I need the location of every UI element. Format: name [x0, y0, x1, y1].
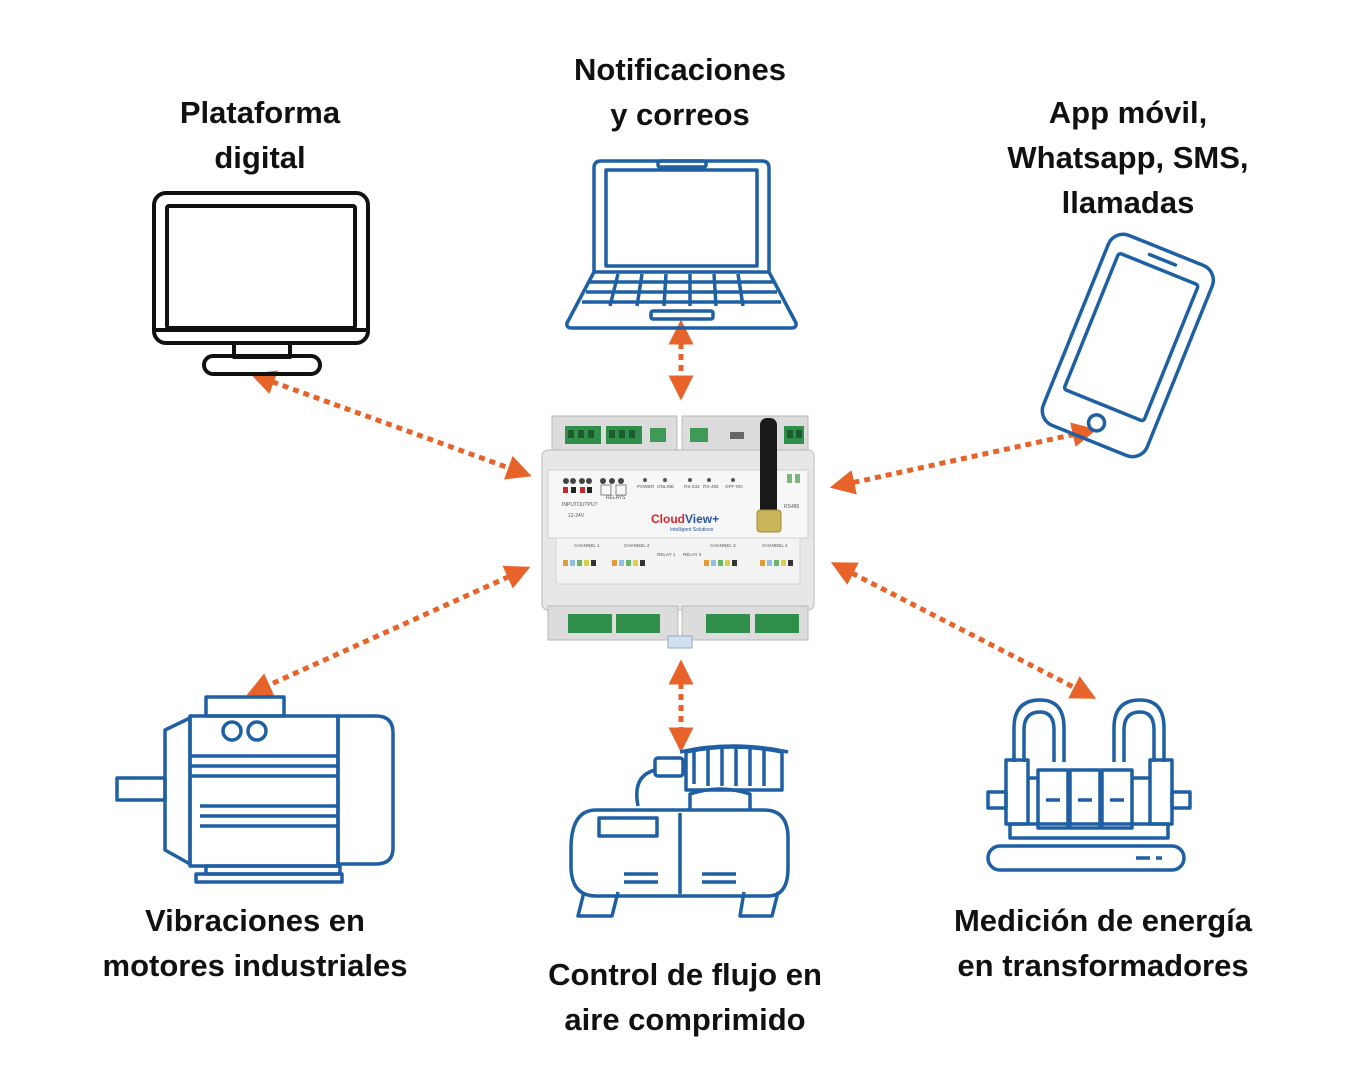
indicator-online: ONLINE — [657, 484, 674, 489]
transformer-icon — [986, 698, 1192, 872]
rs485-label: RS485 — [784, 504, 800, 510]
arrow-motors — [246, 565, 531, 697]
cloudview-device: RELAYS INPUT OUTPUT 12-24V POWER ONLINE … — [541, 415, 815, 649]
label-mobile: App móvil, Whatsapp, SMS, llamadas — [978, 90, 1278, 225]
channel-3-label: CHANNEL 3 — [710, 543, 736, 548]
arrow-mobile — [829, 422, 1098, 495]
laptop-icon — [565, 159, 798, 330]
air-compressor-icon — [569, 744, 790, 918]
arrow-energy — [830, 562, 1097, 699]
antenna — [760, 418, 777, 516]
relay-2-label: RELAY 2 — [683, 552, 702, 557]
brand-cloud: Cloud — [651, 512, 685, 526]
indicator-rs232: RS-232 — [684, 484, 700, 489]
label-motors-line-2: motores industriales — [102, 948, 408, 983]
label-airflow-line-1: Control de flujo en — [548, 957, 822, 992]
indicator-rs485: RS-485 — [703, 484, 719, 489]
input-label: INPUT — [562, 502, 577, 508]
channel-2-label: CHANNEL 2 — [624, 543, 650, 548]
channel-4-label: CHANNEL 4 — [762, 543, 788, 548]
bottom-terminals — [568, 614, 799, 633]
label-platform: Plataforma digital — [120, 90, 400, 180]
label-energy-line-1: Medición de energía — [953, 903, 1252, 938]
indicator-power: POWER — [637, 484, 655, 489]
channel-1-label: CHANNEL 1 — [574, 543, 600, 548]
brand-view: View+ — [685, 512, 719, 526]
label-energy-line-2: en transformadores — [957, 948, 1249, 983]
label-mobile-line-2: Whatsapp, SMS, — [1007, 140, 1249, 175]
output-label: OUTPUT — [577, 502, 598, 508]
label-notifications-line-1: Notificaciones — [574, 52, 786, 87]
label-notifications: Notificaciones y correos — [530, 47, 830, 137]
electric-motor-icon — [115, 695, 395, 884]
channel-leds — [563, 560, 793, 566]
relays-label: RELAYS — [606, 495, 626, 501]
relay-1-label: RELAY 1 — [657, 552, 676, 557]
label-motors: Vibraciones en motores industriales — [70, 898, 440, 988]
label-platform-line-1: Plataforma — [179, 95, 341, 130]
label-airflow: Control de flujo en aire comprimido — [515, 952, 855, 1042]
status-leds — [563, 478, 627, 496]
smartphone-icon — [1040, 232, 1216, 459]
svg-text:CloudView+: CloudView+ — [651, 512, 719, 526]
connection-arrows — [246, 319, 1098, 753]
arrow-platform — [250, 370, 532, 480]
voltage-label: 12-24V — [568, 513, 585, 519]
label-mobile-line-3: llamadas — [1061, 185, 1195, 220]
label-platform-line-2: digital — [214, 140, 306, 175]
label-notifications-line-2: y correos — [610, 97, 750, 132]
monitor-icon — [152, 191, 370, 376]
label-motors-line-1: Vibraciones en — [145, 903, 365, 938]
label-energy: Medición de energía en transformadores — [922, 898, 1284, 988]
label-mobile-line-1: App móvil, — [1048, 95, 1208, 130]
indicator-offon: OFF-ON — [725, 484, 743, 489]
label-airflow-line-2: aire comprimido — [564, 1002, 806, 1037]
brand-tagline: Intelligent Solutions — [670, 527, 714, 533]
